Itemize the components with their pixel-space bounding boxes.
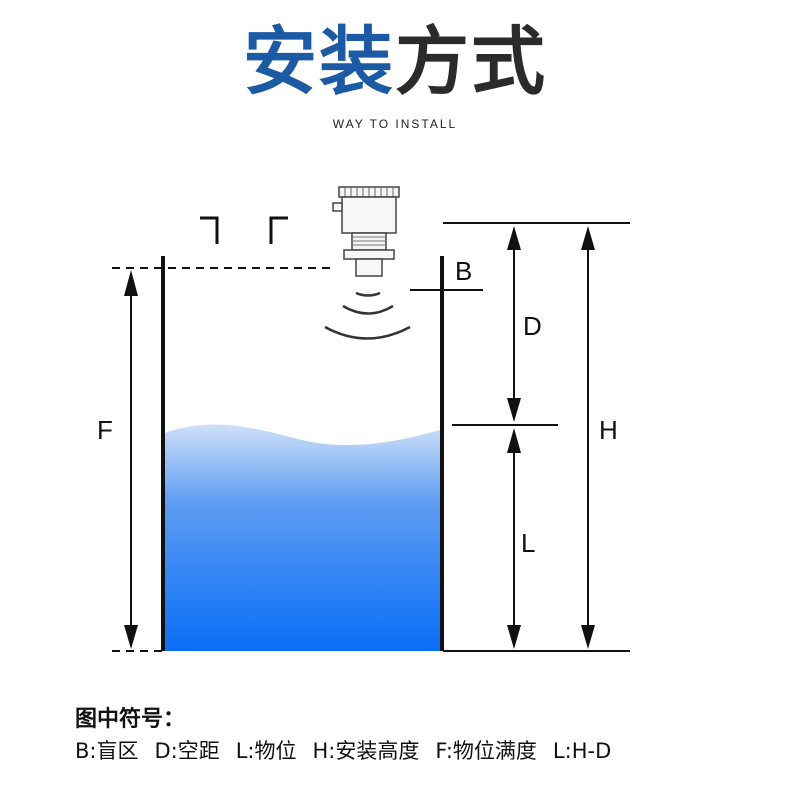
sound-wave-3 bbox=[324, 325, 411, 340]
f-dimension-arrow bbox=[124, 270, 138, 649]
label-d: D bbox=[523, 311, 542, 341]
legend-item-l: L:物位 bbox=[235, 739, 297, 763]
label-l: L bbox=[521, 528, 535, 558]
h-dimension-arrow bbox=[581, 226, 595, 649]
page-title: 安装方式 bbox=[0, 14, 790, 110]
d-dimension-arrow bbox=[507, 226, 521, 422]
sound-wave-1 bbox=[355, 291, 381, 297]
label-h: H bbox=[599, 415, 618, 445]
legend-item-l-formula: L:H-D bbox=[552, 739, 612, 763]
label-f: F bbox=[97, 415, 113, 445]
legend-item-h: H:安装高度 bbox=[312, 739, 420, 763]
title-part-1: 安装 bbox=[243, 19, 395, 105]
l-dimension-arrow bbox=[507, 428, 521, 649]
page-subtitle: WAY TO INSTALL bbox=[332, 117, 458, 131]
legend-item-d: D:空距 bbox=[154, 739, 220, 763]
ultrasonic-sensor bbox=[332, 186, 400, 277]
legend-item-f: F:物位满度 bbox=[435, 739, 537, 763]
legend-title: 图中符号： bbox=[75, 707, 186, 732]
title-part-2: 方式 bbox=[395, 19, 547, 105]
legend: B:盲区 D:空距 L:物位 H:安装高度 F:物位满度 L:H-D bbox=[75, 735, 627, 765]
label-b: B bbox=[455, 256, 472, 286]
bracket-left bbox=[200, 216, 219, 244]
water-body bbox=[165, 424, 440, 651]
bracket-right bbox=[269, 216, 288, 244]
sound-wave-2 bbox=[342, 304, 394, 315]
legend-item-b: B:盲区 bbox=[75, 739, 139, 763]
